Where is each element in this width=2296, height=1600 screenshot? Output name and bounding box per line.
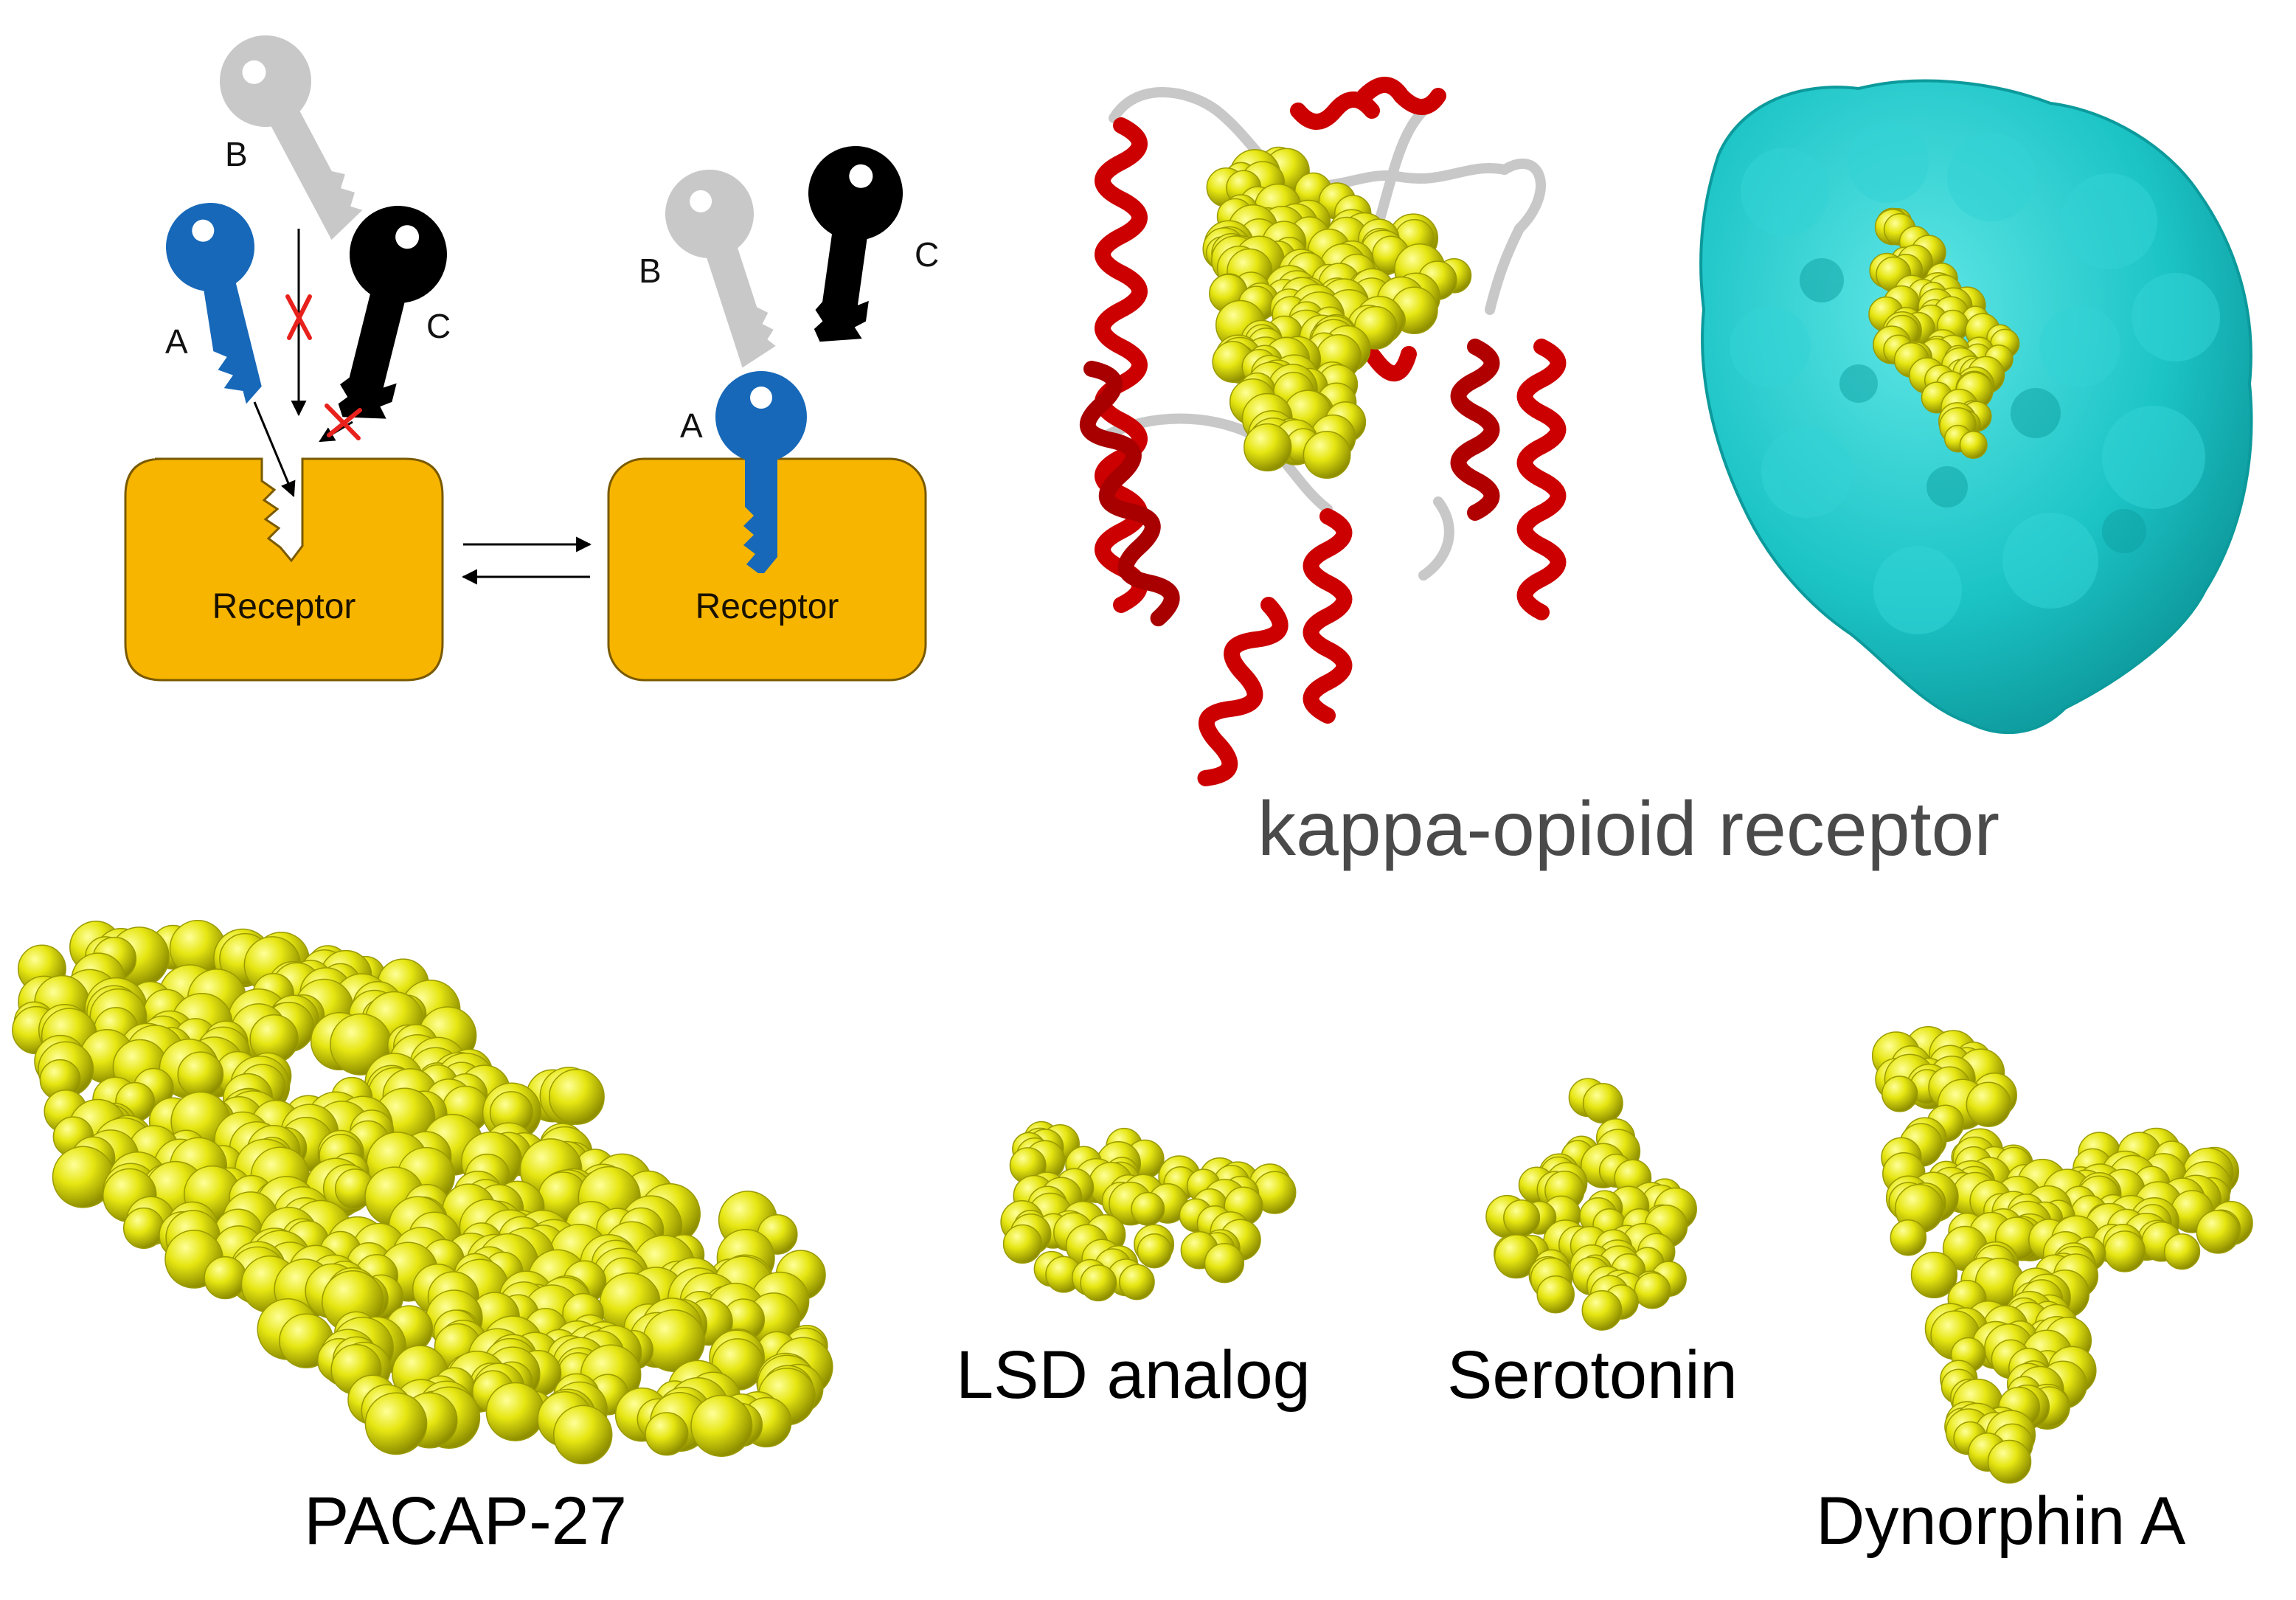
key-a-bound-icon [715, 371, 807, 573]
key-label-b-free: B [639, 252, 662, 290]
receptor-empty-shape [124, 457, 444, 682]
ligand-label-dynorphin-a: Dynorphin A [1816, 1483, 2186, 1559]
key-label-c-top: C [426, 307, 451, 345]
ligand-label-pacap27: PACAP-27 [304, 1483, 628, 1559]
key-label-a-bound: A [680, 406, 703, 445]
key-a-top-icon [166, 203, 262, 404]
lsd-analog-molecule [1000, 1121, 1297, 1302]
ligand-label-lsd-analog: LSD analog [956, 1337, 1311, 1413]
space-filling-molecules [12, 146, 2253, 1484]
lock-and-key-schematic [124, 35, 927, 682]
key-c-free-icon [808, 146, 903, 342]
key-label-c-free: C [915, 235, 940, 274]
kor-ribbon-ligand [1202, 146, 1472, 479]
receptor-label-bound: Receptor [695, 587, 839, 626]
key-b-free-icon [665, 170, 776, 368]
dynorphin-a-molecule [1871, 1025, 2253, 1484]
key-b-top-icon [220, 35, 363, 240]
receptor-label-empty: Receptor [212, 587, 356, 626]
reject-mark-c-icon [325, 404, 362, 440]
key-label-b-top: B [225, 135, 248, 173]
kor-surface-ligand [1868, 207, 2020, 460]
serotonin-molecule [1485, 1078, 1697, 1331]
structure-title: kappa-opioid receptor [1258, 786, 2000, 872]
key-label-a-top: A [165, 322, 188, 361]
ligand-label-serotonin: Serotonin [1447, 1337, 1738, 1413]
arrow-key-a-to-receptor [253, 401, 296, 497]
pacap27-molecule [12, 920, 833, 1465]
key-c-top-icon [338, 206, 447, 419]
reject-mark-b-icon [285, 294, 312, 340]
